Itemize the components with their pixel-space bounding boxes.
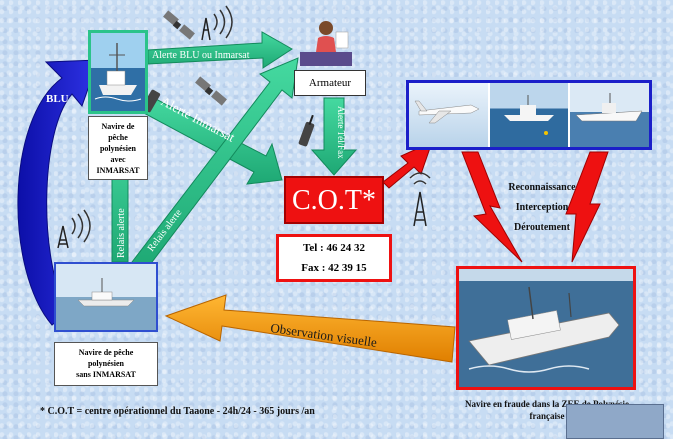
label-relais-alerte-vertical: Relais alerte xyxy=(116,208,127,258)
caption-line: Navire de pêche xyxy=(78,348,134,357)
fishing-vessel-icon xyxy=(468,286,620,373)
label-alerte-blu-inmarsat: Alerte BLU ou Inmarsat xyxy=(152,50,250,61)
label-armateur: Armateur xyxy=(294,70,366,96)
label-blu: BLU xyxy=(46,93,69,105)
footnote: * C.O.T = centre opérationnel du Taaone … xyxy=(40,406,315,417)
label-alerte-telfax: Alerte Tél/Fax xyxy=(336,106,346,159)
patrol-ship-icon xyxy=(503,95,554,135)
photo-fregate xyxy=(570,83,650,147)
caption-line: polynésien xyxy=(87,359,124,368)
blu-arrow xyxy=(17,59,99,326)
caption-line: française xyxy=(529,411,565,421)
caption-line: INMARSAT xyxy=(96,166,140,175)
lightning-left xyxy=(461,151,523,263)
photo-navire-fraude xyxy=(456,266,636,390)
satellite-icon xyxy=(195,76,227,106)
action-deroutement: Déroutement xyxy=(514,222,570,233)
caption-navire-inmarsat: Navire de pêche polynésien avec INMARSAT xyxy=(88,116,148,180)
lightning-right xyxy=(565,151,609,263)
caption-line: Navire en fraude dans la ZEE de Polynési… xyxy=(464,399,630,409)
telephone-number: Tel : 46 24 32 xyxy=(303,242,365,254)
arrow-alerte-blu-inmarsat xyxy=(147,31,293,69)
antenna-icon xyxy=(409,172,431,227)
contact-box: Tel : 46 24 32 Fax : 42 39 15 xyxy=(276,234,392,282)
frigate-icon xyxy=(575,93,643,122)
caption-line: polynésien xyxy=(99,144,136,153)
fishing-boat-icon xyxy=(94,43,142,102)
arrow-cot-to-moyens xyxy=(382,141,433,189)
photo-patrouilleur xyxy=(489,83,569,147)
mobile-phone-icon xyxy=(298,114,315,147)
label-relais-alerte-diagonal: Relais alerte xyxy=(146,207,185,254)
armateur-illustration xyxy=(296,18,356,68)
arrow-alerte-telfax xyxy=(310,97,358,176)
action-interception: Interception xyxy=(515,202,569,213)
caption-line: pêche xyxy=(108,133,128,142)
caption-navire-sans-inmarsat: Navire de pêche polynésien sans INMARSAT xyxy=(54,342,158,386)
photo-navire-sans-inmarsat xyxy=(54,262,158,332)
fax-number: Fax : 42 39 15 xyxy=(301,262,367,274)
caption-line: Navire de xyxy=(101,122,135,131)
actions-list: Reconnaissance Interception Déroutement xyxy=(482,178,602,238)
caption-line: sans INMARSAT xyxy=(76,370,136,379)
arrow-alerte-inmarsat xyxy=(141,95,283,185)
photo-avion xyxy=(409,83,488,147)
antenna-icon xyxy=(57,209,91,249)
person-at-desk-icon xyxy=(300,21,352,66)
fishing-boat-icon xyxy=(77,278,135,307)
arrow-observation-visuelle xyxy=(164,294,456,363)
airplane-icon xyxy=(414,100,480,124)
satellite-icon xyxy=(163,10,195,40)
caption-line: avec xyxy=(110,155,126,164)
decorative-panel xyxy=(566,404,664,439)
cot-box: C.O.T* xyxy=(284,176,384,224)
antenna-icon xyxy=(201,5,233,41)
action-reconnaissance: Reconnaissance xyxy=(508,182,576,193)
moyens-intervention-box xyxy=(406,80,652,150)
photo-navire-inmarsat xyxy=(88,30,148,114)
caption-navire-fraude: Navire en fraude dans la ZEE de Polynési… xyxy=(432,398,662,422)
